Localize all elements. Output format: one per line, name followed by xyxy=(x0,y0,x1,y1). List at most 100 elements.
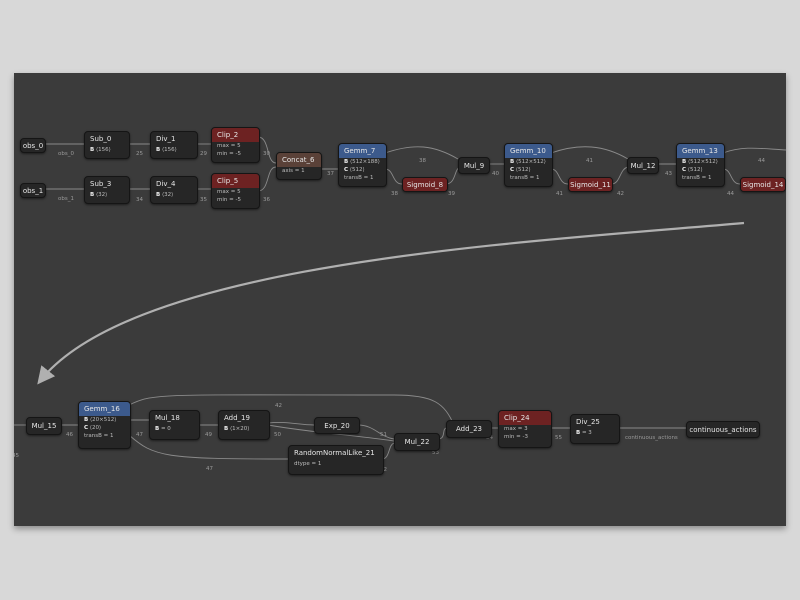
node-attr: transB = 1 xyxy=(84,433,114,439)
node-label: obs_0 xyxy=(22,141,44,150)
node-label: Div_1 xyxy=(156,135,176,143)
edge-label: 51 xyxy=(380,432,387,438)
node-attr: C ⟨512⟩ xyxy=(682,167,703,173)
node-add-23[interactable]: Add_23 xyxy=(446,420,492,438)
node-label: Sub_0 xyxy=(90,135,112,143)
edge-label: 43 xyxy=(665,171,672,177)
node-gemm-10[interactable]: Gemm_10 B ⟨512×512⟩ C ⟨512⟩ transB = 1 xyxy=(504,143,553,187)
wrap-arrow xyxy=(37,221,745,385)
edge-label: 37 xyxy=(327,171,334,177)
node-label: Sigmoid_14 xyxy=(741,178,785,191)
node-sub-3[interactable]: Sub_3 B ⟨32⟩ xyxy=(84,176,130,204)
edge-label: 29 xyxy=(200,151,207,157)
edges-layer xyxy=(14,136,786,460)
node-attr: max = 3 xyxy=(504,426,528,432)
edge-label: 38 xyxy=(419,158,426,164)
edge-label: 44 xyxy=(727,191,734,197)
edge-gemm7-mul9 xyxy=(384,146,459,160)
node-attr: C ⟨512⟩ xyxy=(344,167,365,173)
node-attr: max = 5 xyxy=(217,189,241,195)
node-label: Gemm_16 xyxy=(79,402,130,416)
node-label: RandomNormalLike_21 xyxy=(294,449,375,457)
edge-label: 54 xyxy=(486,435,493,441)
node-concat-6[interactable]: Concat_6 axis = 1 xyxy=(276,152,322,180)
edge-gemm13-right xyxy=(722,147,786,154)
node-obs-0[interactable]: obs_0 xyxy=(20,138,46,153)
edge-label: 49 xyxy=(205,432,212,438)
node-attr: transB = 1 xyxy=(510,175,540,181)
node-label: Mul_22 xyxy=(404,438,430,446)
edge-sigmoid11-mul12 xyxy=(610,166,629,185)
node-attr: transB = 1 xyxy=(682,175,712,181)
node-attr: min = -5 xyxy=(217,151,241,157)
node-attr: B ⟨32⟩ xyxy=(90,192,108,198)
node-attr: B ⟨156⟩ xyxy=(90,147,111,153)
edge-label: 40 xyxy=(492,171,499,177)
edge-gemm10-sigmoid11 xyxy=(550,168,569,185)
node-output-continuous-actions[interactable]: continuous_actions xyxy=(686,421,760,438)
node-attr: dtype = 1 xyxy=(294,461,322,467)
node-gemm-13[interactable]: Gemm_13 B ⟨512×512⟩ C ⟨512⟩ transB = 1 xyxy=(676,143,725,187)
node-sigmoid-11[interactable]: Sigmoid_11 xyxy=(568,177,613,192)
edge-label: 44 xyxy=(758,158,765,164)
node-exp-20[interactable]: Exp_20 xyxy=(314,417,360,434)
edge-label: obs_1 xyxy=(58,196,74,202)
node-attr: max = 5 xyxy=(217,143,241,149)
node-add-19[interactable]: Add_19 B ⟨1×20⟩ xyxy=(218,410,270,440)
edge-label: 46 xyxy=(66,432,73,438)
node-random-normal-like-21[interactable]: RandomNormalLike_21 dtype = 1 xyxy=(288,445,384,475)
edge-gemm7-sigmoid8 xyxy=(384,168,403,185)
node-attr: B = 3 xyxy=(576,430,592,436)
edge-label: continuous_actions xyxy=(625,435,678,441)
node-div-1[interactable]: Div_1 B ⟨156⟩ xyxy=(150,131,198,159)
edge-label: 41 xyxy=(586,158,593,164)
node-label: Clip_2 xyxy=(212,128,259,142)
node-mul-15[interactable]: Mul_15 xyxy=(26,417,62,435)
edge-label: 47 xyxy=(136,432,143,438)
edge-clip5-concat xyxy=(257,166,277,192)
edge-label: 41 xyxy=(556,191,563,197)
edge-label: 25 xyxy=(136,151,143,157)
node-attr: B ⟨156⟩ xyxy=(156,147,177,153)
node-attr: B ⟨32⟩ xyxy=(156,192,174,198)
node-attr: B ⟨512×512⟩ xyxy=(510,159,546,165)
node-label: Add_23 xyxy=(456,425,482,433)
edge-label: 47 xyxy=(206,466,213,472)
edge-add19-exp20 xyxy=(267,422,315,426)
edge-gemm13-sigmoid14 xyxy=(722,168,741,185)
node-label: Div_4 xyxy=(156,180,176,188)
node-sub-0[interactable]: Sub_0 B ⟨156⟩ xyxy=(84,131,130,159)
node-div-4[interactable]: Div_4 B ⟨32⟩ xyxy=(150,176,198,204)
node-clip-24[interactable]: Clip_24 max = 3 min = -3 xyxy=(498,410,552,448)
node-label: Gemm_7 xyxy=(339,144,386,158)
node-attr: transB = 1 xyxy=(344,175,374,181)
node-gemm-7[interactable]: Gemm_7 B ⟨512×188⟩ C ⟨512⟩ transB = 1 xyxy=(338,143,387,187)
graph-canvas[interactable]: obs_0 obs_1 25 29 30 34 35 36 37 38 38 3… xyxy=(14,73,786,526)
node-attr: C ⟨512⟩ xyxy=(510,167,531,173)
edge-label: 39 xyxy=(448,191,455,197)
node-mul-12[interactable]: Mul_12 xyxy=(627,157,659,174)
edge-label: 35 xyxy=(200,197,207,203)
node-attr: min = -5 xyxy=(217,197,241,203)
edge-gemm16-add23 xyxy=(128,394,455,426)
node-mul-18[interactable]: Mul_18 B = 0 xyxy=(149,410,200,440)
node-label: Clip_5 xyxy=(212,174,259,188)
node-gemm-16[interactable]: Gemm_16 B ⟨20×512⟩ C ⟨20⟩ transB = 1 xyxy=(78,401,131,449)
node-label: Mul_9 xyxy=(463,161,485,170)
edge-label: 38 xyxy=(391,191,398,197)
node-clip-2[interactable]: Clip_2 max = 5 min = -5 xyxy=(211,127,260,163)
node-attr: B ⟨512×188⟩ xyxy=(344,159,380,165)
node-div-25[interactable]: Div_25 B = 3 xyxy=(570,414,620,444)
node-clip-5[interactable]: Clip_5 max = 5 min = -5 xyxy=(211,173,260,209)
node-attr: B ⟨512×512⟩ xyxy=(682,159,718,165)
node-sigmoid-14[interactable]: Sigmoid_14 xyxy=(740,177,786,192)
edge-label: 45 xyxy=(14,453,19,459)
node-sigmoid-8[interactable]: Sigmoid_8 xyxy=(402,177,448,192)
edge-gemm10-mul12 xyxy=(550,146,629,160)
edge-label: 53 xyxy=(432,450,439,456)
node-obs-1[interactable]: obs_1 xyxy=(20,183,46,198)
node-label: obs_1 xyxy=(22,186,44,195)
edge-gemm16-random21 xyxy=(128,434,289,460)
node-mul-9[interactable]: Mul_9 xyxy=(458,157,490,174)
node-mul-22[interactable]: Mul_22 xyxy=(394,433,440,451)
